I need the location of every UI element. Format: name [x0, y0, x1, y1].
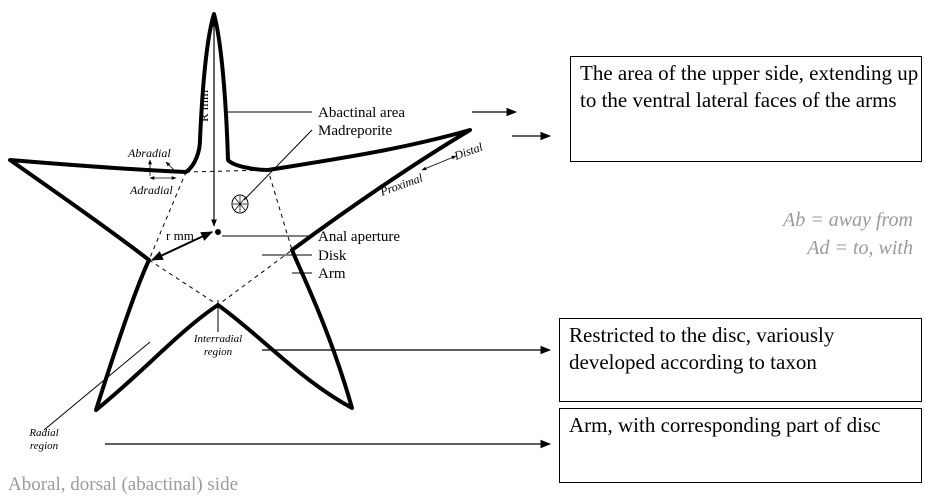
leader-madreporite — [243, 129, 313, 201]
label-adradial: Adradial — [129, 183, 173, 197]
label-abradial: Abradial — [127, 146, 171, 160]
label-abactinal-area: Abactinal area — [318, 105, 405, 121]
abactinal-description-box: The area of the upper side, extending up… — [570, 56, 922, 162]
disc-boundary — [148, 169, 293, 306]
label-anal-aperture: Anal aperture — [318, 229, 400, 245]
interradial-description-box: Restricted to the disc, variously develo… — [559, 318, 922, 402]
leader-radial — [43, 341, 151, 431]
starfish-outline — [8, 12, 472, 412]
proximal-distal-arrow — [421, 155, 457, 171]
note-ab: Ab = away from — [783, 209, 913, 231]
note-ad: Ad = to, with — [807, 237, 913, 259]
label-r-minor: r mm — [166, 228, 194, 243]
madreporite-lines — [233, 196, 247, 212]
anal-aperture-dot — [215, 229, 221, 235]
label-arm: Arm — [318, 266, 346, 282]
label-madreporite: Madreporite — [318, 123, 392, 139]
r-minor-arrow — [150, 231, 214, 261]
label-distal: Distal — [451, 139, 485, 163]
label-r-major: R mm — [196, 90, 211, 122]
caption: Aboral, dorsal (abactinal) side — [8, 474, 239, 495]
radial-description-box: Arm, with corresponding part of disc — [559, 408, 922, 483]
label-disk: Disk — [318, 248, 347, 264]
madreporite-shape — [231, 194, 249, 214]
abradial-arrow-diag — [165, 161, 177, 173]
